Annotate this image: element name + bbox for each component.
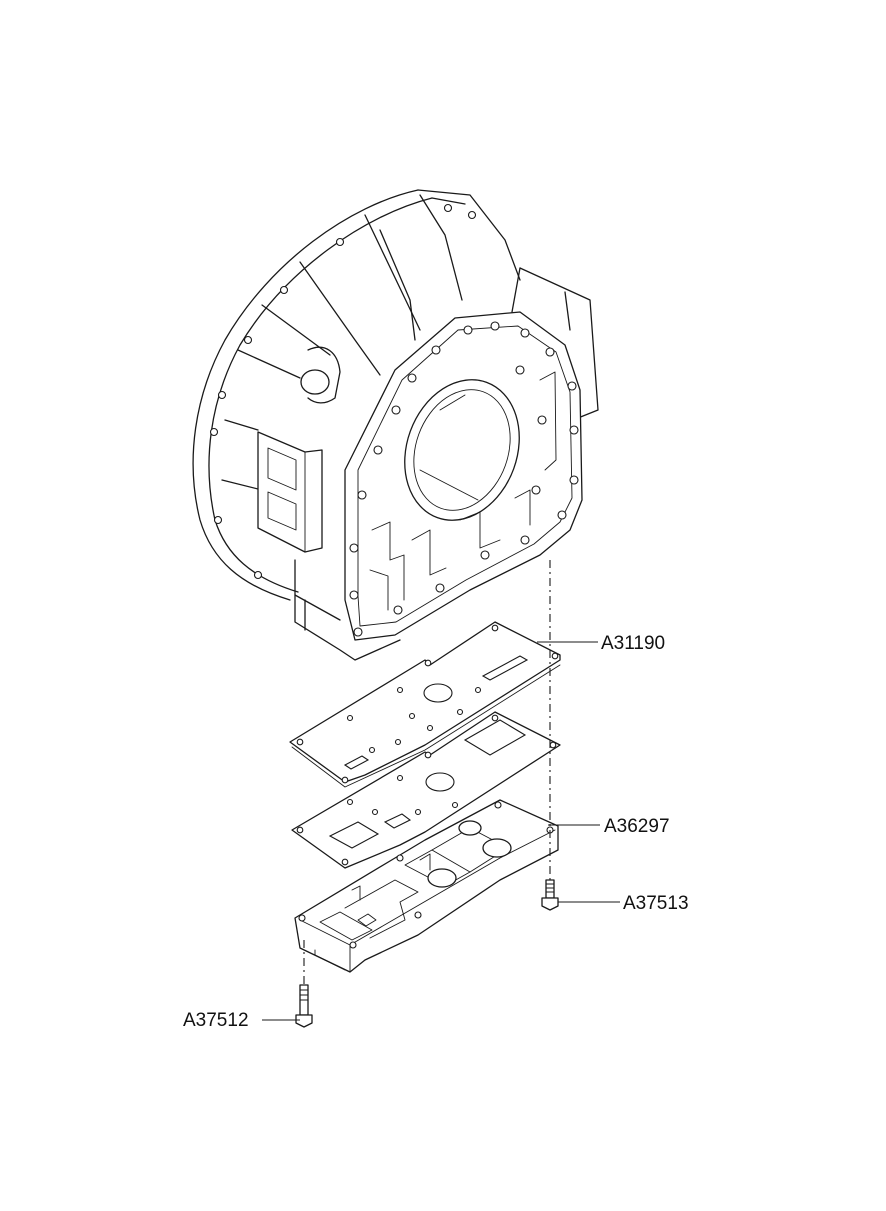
callout-a37513: A37513 xyxy=(623,893,689,914)
bolt-a37512 xyxy=(295,984,313,1028)
callout-a37512: A37512 xyxy=(183,1010,249,1031)
callout-a31190: A31190 xyxy=(601,633,666,654)
callout-a36297: A36297 xyxy=(604,816,670,837)
transmission-housing xyxy=(192,189,599,661)
lower-gasket-plate xyxy=(291,711,561,869)
upper-separator-plate xyxy=(289,621,561,788)
bolt-a37513 xyxy=(541,879,559,911)
valve-body-cover xyxy=(294,799,559,973)
